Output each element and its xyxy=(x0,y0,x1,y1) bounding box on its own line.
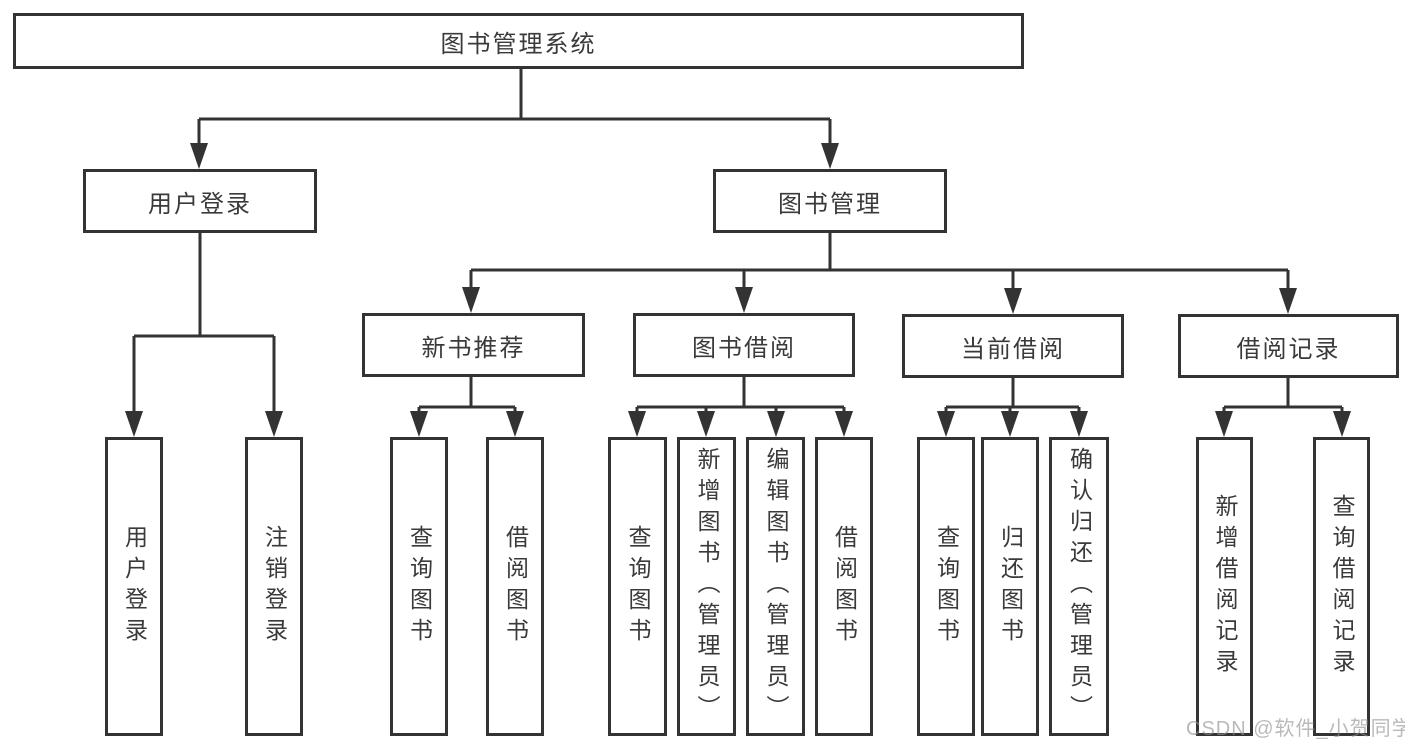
arrow-down-icon xyxy=(1333,411,1351,437)
leaf-label: 查询图书 xyxy=(625,524,651,649)
connector-recommend-split xyxy=(417,377,517,413)
node-new-book-recommend: 新书推荐 xyxy=(362,313,585,377)
node-current-borrow-label: 当前借阅 xyxy=(961,335,1065,363)
connector-management-split xyxy=(469,233,1290,289)
leaf-confirm-return-admin: 确认归还（管理员） xyxy=(1049,437,1109,736)
leaf-label: 查询图书 xyxy=(406,524,433,649)
leaf-label: 借阅图书 xyxy=(831,524,858,649)
node-root: 图书管理系统 xyxy=(13,13,1024,69)
arrow-down-icon xyxy=(1001,411,1019,437)
arrow-down-icon xyxy=(937,411,955,437)
node-borrow-records-label: 借阅记录 xyxy=(1236,335,1341,363)
node-book-management: 图书管理 xyxy=(713,169,947,233)
connector-login-split xyxy=(132,233,276,413)
leaf-recommend-borrow-books: 借阅图书 xyxy=(486,437,544,736)
leaf-label: 新增借阅记录 xyxy=(1212,493,1238,680)
connector-borrow-split xyxy=(635,377,846,413)
leaf-borrow-books: 借阅图书 xyxy=(815,437,873,736)
arrow-down-icon xyxy=(1004,288,1022,314)
arrow-down-icon xyxy=(190,143,208,169)
node-book-management-label: 图书管理 xyxy=(778,190,882,218)
connector-root-split xyxy=(197,69,832,145)
arrow-down-icon xyxy=(462,287,480,313)
arrow-down-icon xyxy=(1070,411,1088,437)
leaf-query-borrow-record: 查询借阅记录 xyxy=(1313,437,1370,736)
leaf-user-login: 用户登录 xyxy=(105,437,163,736)
leaf-borrow-query-books: 查询图书 xyxy=(608,437,667,736)
leaf-label: 查询借阅记录 xyxy=(1329,493,1355,680)
arrow-down-icon xyxy=(265,411,283,437)
arrow-down-icon xyxy=(125,411,143,437)
leaf-label: 借阅图书 xyxy=(502,524,529,649)
node-borrow-records: 借阅记录 xyxy=(1178,314,1399,378)
arrow-down-icon xyxy=(1279,288,1297,314)
arrow-down-icon xyxy=(410,411,428,437)
connector-current-split xyxy=(944,378,1081,413)
leaf-add-books-admin: 新增图书（管理员） xyxy=(677,437,736,736)
csdn-watermark: CSDN @软件_小贺同学 xyxy=(1186,718,1405,740)
leaf-label: 编辑图书（管理员） xyxy=(763,447,789,726)
arrow-down-icon xyxy=(835,411,853,437)
connector-records-split xyxy=(1222,378,1344,413)
node-root-label: 图书管理系统 xyxy=(440,30,597,58)
leaf-label: 用户登录 xyxy=(121,524,148,649)
node-book-borrow-label: 图书借阅 xyxy=(692,334,796,362)
leaf-logout: 注销登录 xyxy=(245,437,303,736)
arrow-down-icon xyxy=(697,411,715,437)
leaf-current-query-books: 查询图书 xyxy=(917,437,975,736)
arrow-down-icon xyxy=(735,287,753,313)
leaf-add-borrow-record: 新增借阅记录 xyxy=(1196,437,1253,736)
arrow-down-icon xyxy=(821,143,839,169)
node-user-login-label: 用户登录 xyxy=(148,190,252,218)
leaf-edit-books-admin: 编辑图书（管理员） xyxy=(746,437,805,736)
arrow-down-icon xyxy=(628,411,646,437)
leaf-label: 注销登录 xyxy=(261,524,288,649)
leaf-label: 确认归还（管理员） xyxy=(1066,447,1093,726)
leaf-label: 新增图书（管理员） xyxy=(694,447,720,726)
leaf-return-books: 归还图书 xyxy=(981,437,1039,736)
leaf-label: 查询图书 xyxy=(933,524,960,649)
node-current-borrow: 当前借阅 xyxy=(902,314,1124,378)
node-new-book-recommend-label: 新书推荐 xyxy=(421,334,526,362)
node-user-login: 用户登录 xyxy=(83,169,317,233)
arrow-down-icon xyxy=(1215,411,1233,437)
arrow-down-icon xyxy=(767,411,785,437)
arrow-down-icon xyxy=(506,411,524,437)
node-book-borrow: 图书借阅 xyxy=(633,313,855,377)
leaf-label: 归还图书 xyxy=(997,524,1024,649)
leaf-recommend-query-books: 查询图书 xyxy=(390,437,448,736)
